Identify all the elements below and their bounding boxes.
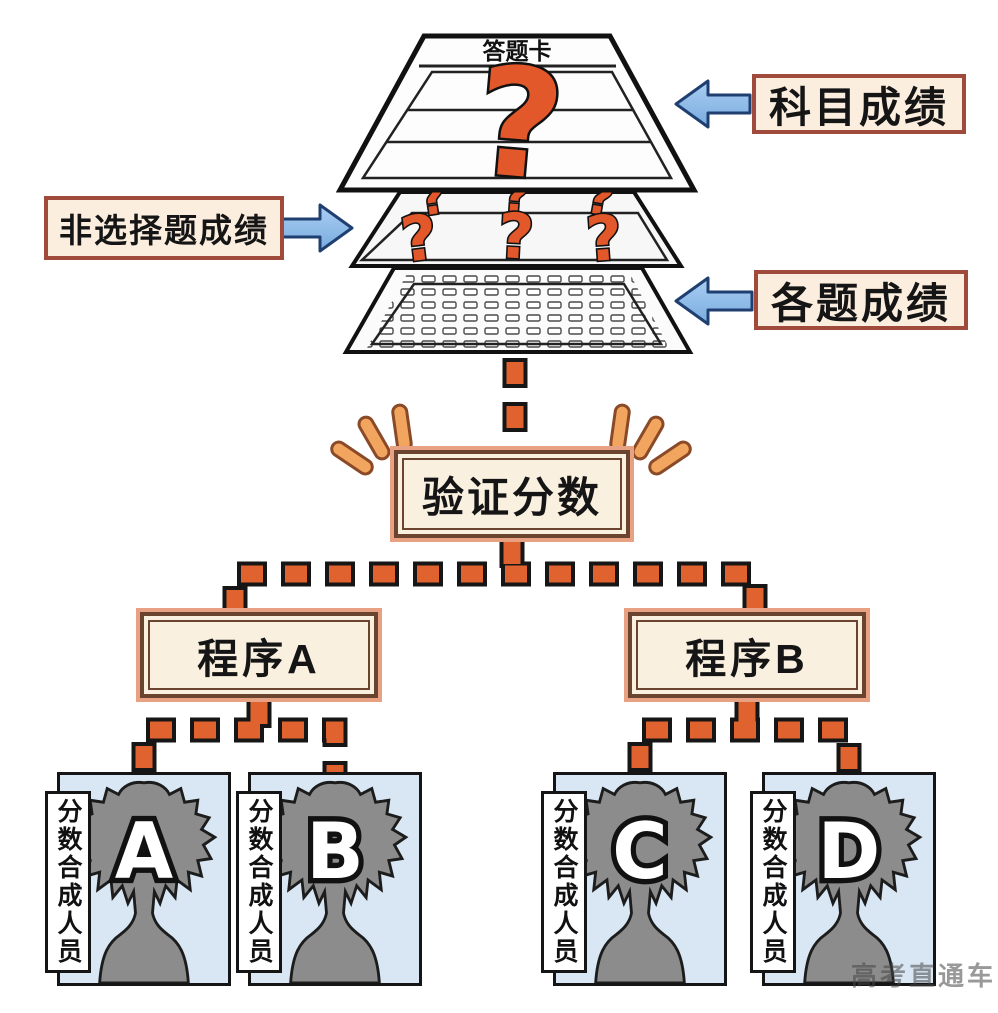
question-mark-icon: ? (496, 199, 536, 274)
staff-card-c: C 分数合成人员 (541, 772, 727, 986)
arrow-right-icon (280, 203, 354, 253)
person-silhouette-icon: A (70, 780, 218, 983)
staff-card-b: B 分数合成人员 (236, 772, 422, 986)
arrow-left-icon (674, 276, 754, 326)
program-a-label: 程序A (148, 620, 370, 690)
program-b-label: 程序B (636, 620, 858, 690)
staff-letter: C (612, 807, 667, 897)
staff-letter: D (818, 807, 881, 897)
staff-role-label: 分数合成人员 (750, 791, 796, 973)
watermark: 高考直通车 (851, 961, 997, 991)
verify-score-box: 验证分数 (390, 446, 634, 542)
program-a-box: 程序A (136, 608, 382, 702)
staff-role-label: 分数合成人员 (236, 791, 282, 973)
verify-score-label: 验证分数 (402, 458, 622, 530)
person-silhouette-icon: D (775, 780, 923, 983)
person-silhouette-icon: C (566, 780, 714, 983)
staff-role-label: 分数合成人员 (541, 791, 587, 973)
callout-non-mcq-score: 非选择题成绩 (44, 196, 284, 260)
sparkle-icon (330, 403, 692, 476)
staff-card-a: A 分数合成人员 (45, 772, 231, 986)
callout-per-question-score: 各题成绩 (754, 270, 968, 330)
answer-sheet-bubbles (342, 266, 694, 354)
staff-card-d: D 分数合成人员 (750, 772, 936, 986)
callout-subject-score: 科目成绩 (752, 74, 966, 134)
program-b-box: 程序B (624, 608, 870, 702)
answer-card-title: 答题卡 (483, 38, 552, 64)
arrow-left-icon (674, 79, 752, 129)
staff-letter: B (306, 807, 364, 897)
question-mark-icon: ? (584, 201, 625, 276)
person-silhouette-icon: B (261, 780, 409, 983)
answer-sheet-top: 答题卡 ? (335, 32, 699, 218)
dashed-connectors (131, 358, 862, 772)
staff-letter: A (115, 807, 173, 897)
staff-role-label: 分数合成人员 (45, 791, 91, 973)
question-mark-icon: ? (469, 35, 571, 216)
